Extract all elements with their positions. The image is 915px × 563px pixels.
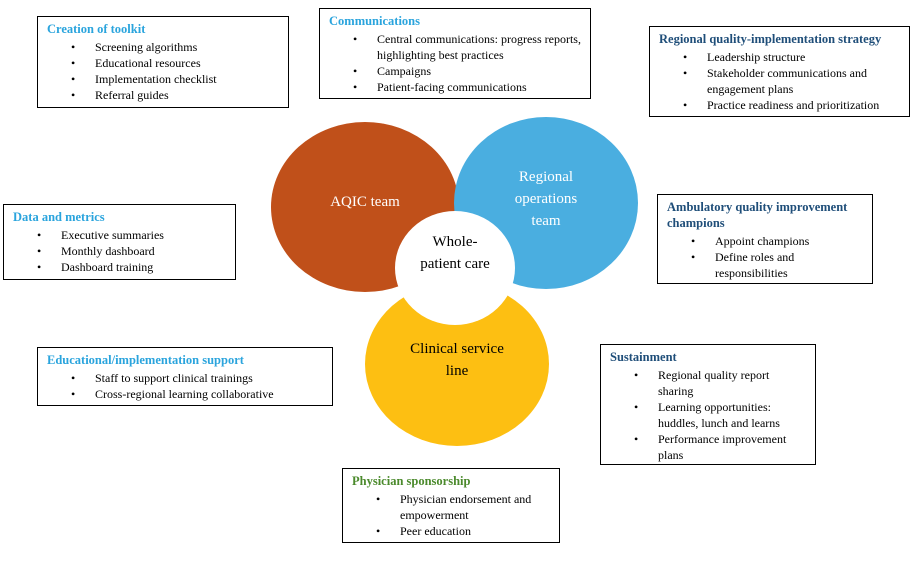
toolkit-box: Creation of toolkit Screening algorithms… [37,16,289,108]
list-item: Define roles and responsibilities [667,249,864,281]
list-item: Staff to support clinical trainings [47,370,324,386]
edu-support-list: Staff to support clinical trainings Cros… [47,370,324,402]
champions-box: Ambulatory quality improvement champions… [657,194,873,284]
list-item: Monthly dashboard [13,243,227,259]
champions-list: Appoint champions Define roles and respo… [667,233,864,281]
sustainment-title: Sustainment [610,350,677,364]
list-item: Leadership structure [659,49,901,65]
list-item: Cross-regional learning collaborative [47,386,324,402]
regional-operations-label: Regional operations team [514,169,578,229]
clinical-service-line-label: Clinical service line [410,341,504,379]
list-item: Executive summaries [13,227,227,243]
list-item: Learning opportunities: huddles, lunch a… [610,399,807,431]
sustainment-box: Sustainment Regional quality report shar… [600,344,816,465]
sponsorship-box: Physician sponsorship Physician endorsem… [342,468,560,543]
list-item: Peer education [352,523,551,539]
list-item: Performance improvement plans [610,431,807,463]
list-item: Physician endorsement and empowerment [352,491,551,523]
list-item: Regional quality report sharing [610,367,807,399]
data-metrics-list: Executive summaries Monthly dashboard Da… [13,227,227,275]
sustainment-list: Regional quality report sharing Learning… [610,367,807,463]
sponsorship-list: Physician endorsement and empowerment Pe… [352,491,551,539]
edu-support-title: Educational/implementation support [47,353,244,367]
communications-box: Communications Central communications: p… [319,8,591,99]
edu-support-box: Educational/implementation support Staff… [37,347,333,406]
list-item: Dashboard training [13,259,227,275]
list-item: Educational resources [47,55,280,71]
communications-list: Central communications: progress reports… [329,31,582,95]
regional-strategy-list: Leadership structure Stakeholder communi… [659,49,901,113]
list-item: Practice readiness and prioritization [659,97,901,113]
list-item: Patient-facing communications [329,79,582,95]
toolkit-title: Creation of toolkit [47,22,146,36]
list-item: Screening algorithms [47,39,280,55]
list-item: Campaigns [329,63,582,79]
data-metrics-box: Data and metrics Executive summaries Mon… [3,204,236,280]
list-item: Implementation checklist [47,71,280,87]
regional-strategy-title: Regional quality-implementation strategy [659,32,882,46]
list-item: Central communications: progress reports… [329,31,582,63]
aqic-team-label: AQIC team [330,194,400,210]
list-item: Stakeholder communications and engagemen… [659,65,901,97]
list-item: Appoint champions [667,233,864,249]
sponsorship-title: Physician sponsorship [352,474,471,488]
list-item: Referral guides [47,87,280,103]
toolkit-list: Screening algorithms Educational resourc… [47,39,280,103]
data-metrics-title: Data and metrics [13,210,105,224]
champions-title: Ambulatory quality improvement champions [667,200,848,230]
whole-patient-care-circle [395,211,515,325]
communications-title: Communications [329,14,420,28]
whole-patient-care-label: Whole-patient care [420,234,490,272]
regional-strategy-box: Regional quality-implementation strategy… [649,26,910,117]
